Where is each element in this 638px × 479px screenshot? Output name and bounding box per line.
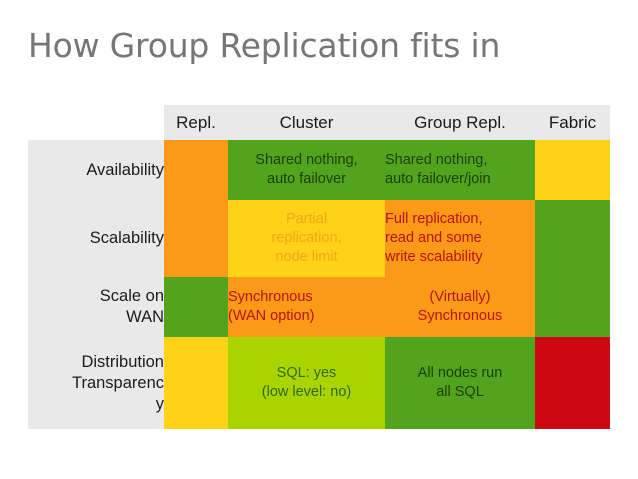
header-corner-cell xyxy=(28,105,164,140)
row-label-scale-on-wan: Scale on WAN xyxy=(28,277,164,337)
cell-availability-repl xyxy=(164,140,228,200)
cell-line: Shared nothing, xyxy=(385,152,488,168)
cell-availability-cluster: Shared nothing, auto failover xyxy=(228,140,385,200)
cell-availability-group-repl: Shared nothing, auto failover/join xyxy=(385,140,535,200)
column-header-group-repl: Group Repl. xyxy=(385,105,535,140)
table-row: Availability Shared nothing, auto failov… xyxy=(28,140,610,200)
cell-line: auto failover xyxy=(267,171,346,187)
cell-line: all SQL xyxy=(436,384,484,400)
cell-line: (Virtually) xyxy=(429,289,491,305)
cell-scale-on-wan-cluster: Synchronous (WAN option) xyxy=(228,277,385,337)
cell-line: Full replication, xyxy=(385,211,483,227)
cell-line: write scalability xyxy=(385,249,483,265)
cell-line: auto failover/join xyxy=(385,171,491,187)
cell-scale-on-wan-repl xyxy=(164,277,228,337)
cell-scalability-group-repl: Full replication, read and some write sc… xyxy=(385,200,535,277)
row-label-distribution-transparency: Distribution Transparenc y xyxy=(28,337,164,429)
cell-line: Synchronous xyxy=(417,308,503,324)
cell-scalability-cluster: Partial replication, node limit xyxy=(228,200,385,277)
cell-line: replication, xyxy=(271,230,342,246)
row-label-line: Scale on xyxy=(99,287,164,305)
cell-line: Shared nothing, xyxy=(255,152,358,168)
cell-scale-on-wan-group-repl: (Virtually) Synchronous xyxy=(385,277,535,337)
page-title: How Group Replication fits in xyxy=(28,26,501,65)
comparison-matrix: Repl. Cluster Group Repl. Fabric Availab… xyxy=(28,105,610,429)
cell-line: node limit xyxy=(275,249,338,265)
cell-scalability-fabric xyxy=(535,200,610,277)
cell-line: read and some xyxy=(385,230,482,246)
row-label-line: WAN xyxy=(126,308,164,326)
column-header-cluster: Cluster xyxy=(228,105,385,140)
row-label-line: y xyxy=(155,394,164,413)
cell-line: Partial xyxy=(285,211,328,227)
row-label-line: Distribution xyxy=(81,352,164,371)
cell-distribution-transparency-repl xyxy=(164,337,228,429)
cell-line: (low level: no) xyxy=(261,384,352,400)
cell-distribution-transparency-fabric xyxy=(535,337,610,429)
cell-line: SQL: yes xyxy=(276,365,337,381)
row-label-scalability: Scalability xyxy=(28,200,164,277)
cell-availability-fabric xyxy=(535,140,610,200)
row-label-line: Availability xyxy=(86,160,164,179)
cell-distribution-transparency-group-repl: All nodes run all SQL xyxy=(385,337,535,429)
row-label-availability: Availability xyxy=(28,140,164,200)
cell-line: All nodes run xyxy=(417,365,503,381)
table-row: Scalability Partial replication, node li… xyxy=(28,200,610,277)
cell-line: Synchronous xyxy=(228,289,313,305)
cell-distribution-transparency-cluster: SQL: yes (low level: no) xyxy=(228,337,385,429)
column-header-fabric: Fabric xyxy=(535,105,610,140)
table-row: Distribution Transparenc y SQL: yes (low… xyxy=(28,337,610,429)
column-header-repl: Repl. xyxy=(164,105,228,140)
cell-scale-on-wan-fabric xyxy=(535,277,610,337)
table-header-row: Repl. Cluster Group Repl. Fabric xyxy=(28,105,610,140)
row-label-line: Scalability xyxy=(89,229,164,247)
row-label-line: Transparenc xyxy=(71,373,164,392)
cell-scalability-repl xyxy=(164,200,228,277)
table-row: Scale on WAN Synchronous (WAN option) (V… xyxy=(28,277,610,337)
cell-line: (WAN option) xyxy=(228,308,315,324)
